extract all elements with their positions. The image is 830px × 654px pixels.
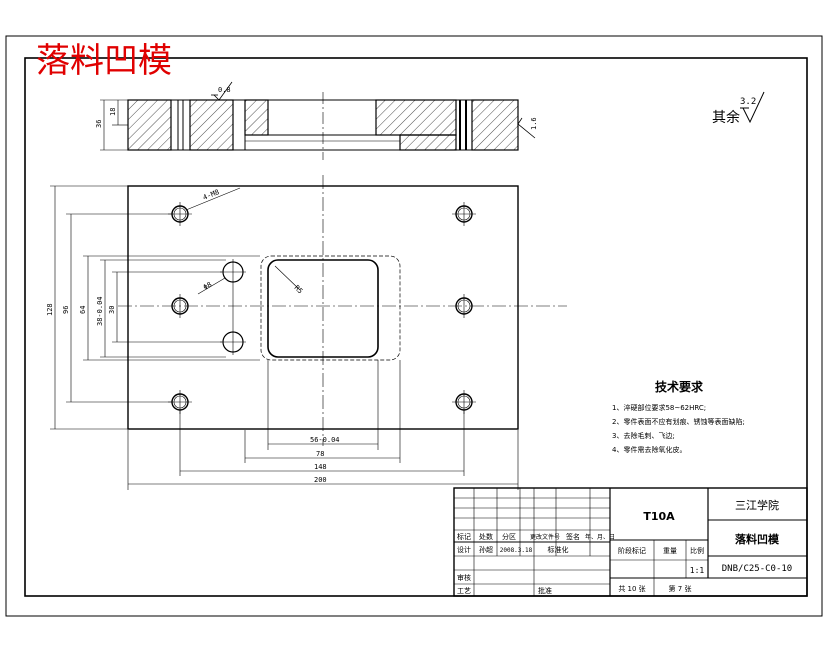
dim-w-200: 200 <box>314 476 327 484</box>
standardization: 标准化 <box>548 545 569 554</box>
hdr-date: 年、月、日 <box>585 533 615 541</box>
part-name: 落料凹模 <box>735 532 780 546</box>
hdr-count: 处数 <box>479 532 493 541</box>
process: 工艺 <box>457 587 471 595</box>
roughness-prefix: 其余 <box>712 109 740 126</box>
tech-item: 2、零件表面不应有划痕、锈蚀等表面缺陷; <box>612 417 745 426</box>
roughness-top: 0.8 <box>218 86 231 94</box>
dim-h-38: 38-0.04 <box>96 296 104 326</box>
dim-h-128: 128 <box>46 303 54 316</box>
tech-item: 1、淬硬部位要求58~62HRC; <box>612 403 706 412</box>
outer-frame <box>5 35 823 617</box>
hdr-zone: 分区 <box>502 532 516 541</box>
stage-mark: 阶段标记 <box>618 546 646 555</box>
company: 三江学院 <box>735 498 779 512</box>
row-design: 设计 <box>457 545 471 554</box>
roughness-value: 3.2 <box>740 97 756 107</box>
dim-height-step: 18 <box>109 108 117 116</box>
dim-h-30: 30 <box>108 306 116 314</box>
dim-w-56: 56-0.04 <box>310 436 340 444</box>
roughness-symbol-icon <box>742 91 765 124</box>
review: 审核 <box>457 573 471 582</box>
title-block <box>453 487 808 597</box>
design-date: 2008.3.18 <box>500 547 533 554</box>
dim-w-148: 148 <box>314 463 327 471</box>
dim-height-total: 36 <box>95 120 103 128</box>
tech-title: 技术要求 <box>655 379 704 394</box>
hdr-sign: 签名 <box>566 532 580 541</box>
material: T10A <box>643 510 675 523</box>
tech-item: 3、去除毛刺、飞边; <box>612 431 675 440</box>
hdr-change-doc: 更改文件号 <box>530 533 560 541</box>
weight: 重量 <box>663 547 677 555</box>
section-view: 36 18 0.8 1.6 <box>95 81 538 160</box>
tech-requirements: 技术要求 1、淬硬部位要求58~62HRC; 2、零件表面不应有划痕、锈蚀等表面… <box>612 379 745 454</box>
dim-h-64: 64 <box>79 306 87 314</box>
sheet-total: 共 10 张 <box>618 584 645 593</box>
dim-w-78: 78 <box>316 450 324 458</box>
scale-label: 比例 <box>690 546 704 555</box>
inner-frame <box>24 57 808 597</box>
corner-radius: R5 <box>293 284 305 296</box>
die-opening <box>267 259 379 358</box>
tech-item: 4、零件需去除氧化皮。 <box>612 445 686 454</box>
dim-h-96: 96 <box>62 306 70 314</box>
scale-value: 1:1 <box>690 566 705 575</box>
roughness-note: 其余 3.2 <box>712 91 765 126</box>
roughness-side: 1.6 <box>530 117 538 130</box>
plan-view: 4-M8 Φ8 R5 56-0.04 78 148 200 <box>46 175 567 490</box>
designer: 孙超 <box>479 545 493 554</box>
drawing-number: DNB/C25-C0-10 <box>722 564 792 574</box>
title-block-text: T10A 三江学院 落料凹模 DNB/C25-C0-10 标记 处数 分区 更改… <box>457 498 792 595</box>
approve: 批准 <box>538 586 552 595</box>
hdr-mark: 标记 <box>457 532 471 541</box>
pin-dia: Φ8 <box>202 281 213 292</box>
drawing-title: 落料凹模 <box>36 41 172 81</box>
relief-outline <box>260 255 401 361</box>
sheet-number: 第 7 张 <box>669 584 692 593</box>
